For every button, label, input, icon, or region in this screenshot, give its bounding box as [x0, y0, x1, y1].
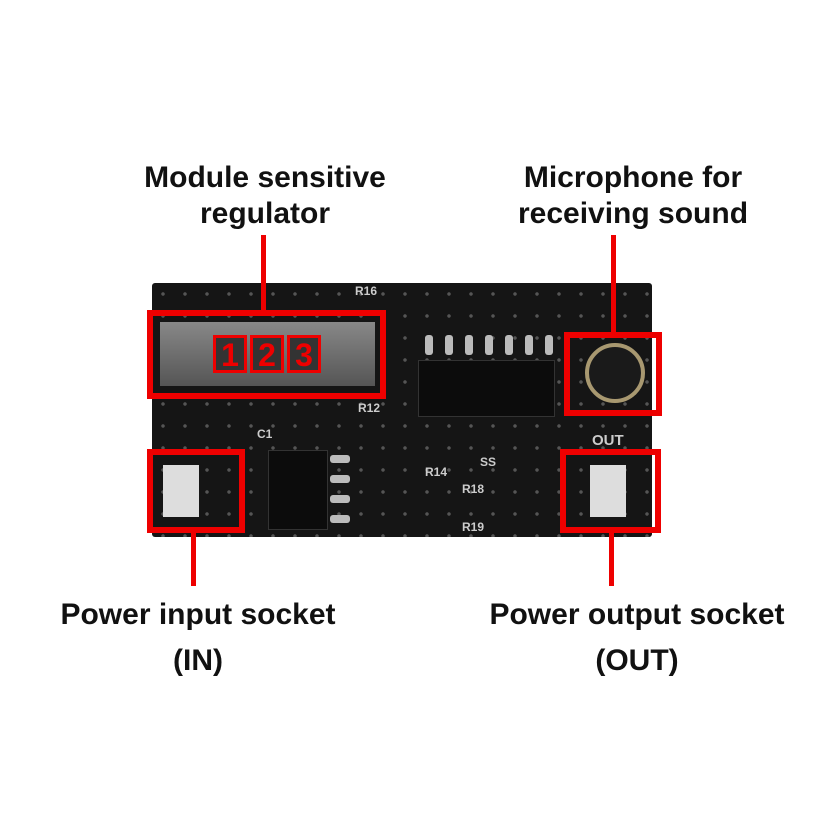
ic-pin — [505, 335, 513, 355]
power-in-leader-line — [191, 530, 196, 586]
silk-ss: SS — [480, 455, 497, 469]
ic-pin — [330, 515, 350, 523]
power-input-socket — [163, 465, 199, 517]
microphone — [585, 343, 645, 403]
silk-out: OUT — [592, 432, 624, 449]
power-in-label: Power input socket (IN) — [60, 592, 335, 684]
power-in-label-line2: (IN) — [173, 644, 223, 677]
power-out-label: Power output socket (OUT) — [489, 592, 784, 684]
microphone-label-line1: Microphone for — [523, 161, 743, 194]
microphone-label: Microphone for receiving sound — [518, 160, 748, 232]
silk-c1: C1 — [257, 427, 273, 441]
ic-pin — [465, 335, 473, 355]
ic-pin — [445, 335, 453, 355]
microphone-label-line2: receiving sound — [517, 197, 749, 230]
silk-r18: R18 — [462, 482, 485, 496]
silk-r16: R16 — [355, 284, 378, 298]
ic-pin — [330, 475, 350, 483]
power-out-highlight-box — [560, 449, 661, 533]
microphone-highlight-box — [564, 332, 662, 416]
regulator-label: Module sensitive regulator — [144, 160, 386, 232]
ic-pin — [545, 335, 553, 355]
power-output-socket — [590, 465, 626, 517]
regulator-leader-line — [261, 235, 266, 312]
power-out-leader-line — [609, 530, 614, 586]
switch-position-2: 2 — [250, 335, 284, 373]
silk-r19: R19 — [462, 520, 485, 534]
power-out-label-line2: (OUT) — [595, 644, 679, 677]
silk-r14: R14 — [425, 465, 448, 479]
power-in-label-line1: Power input socket — [60, 598, 336, 631]
ic-pin — [525, 335, 533, 355]
regulator-label-line1: Module sensitive — [144, 161, 386, 194]
ic-pin — [485, 335, 493, 355]
silk-r12: R12 — [358, 401, 381, 415]
ic-chip-small — [268, 450, 328, 530]
power-in-highlight-box — [147, 449, 245, 533]
microphone-leader-line — [611, 235, 616, 334]
ic-chip-large — [418, 360, 555, 417]
switch-position-1: 1 — [213, 335, 247, 373]
power-out-label-line1: Power output socket — [489, 598, 785, 631]
ic-pin — [330, 495, 350, 503]
regulator-label-line2: regulator — [199, 197, 331, 230]
regulator-highlight-box — [147, 310, 386, 399]
ic-pin — [425, 335, 433, 355]
ic-pin — [330, 455, 350, 463]
switch-position-3: 3 — [287, 335, 321, 373]
